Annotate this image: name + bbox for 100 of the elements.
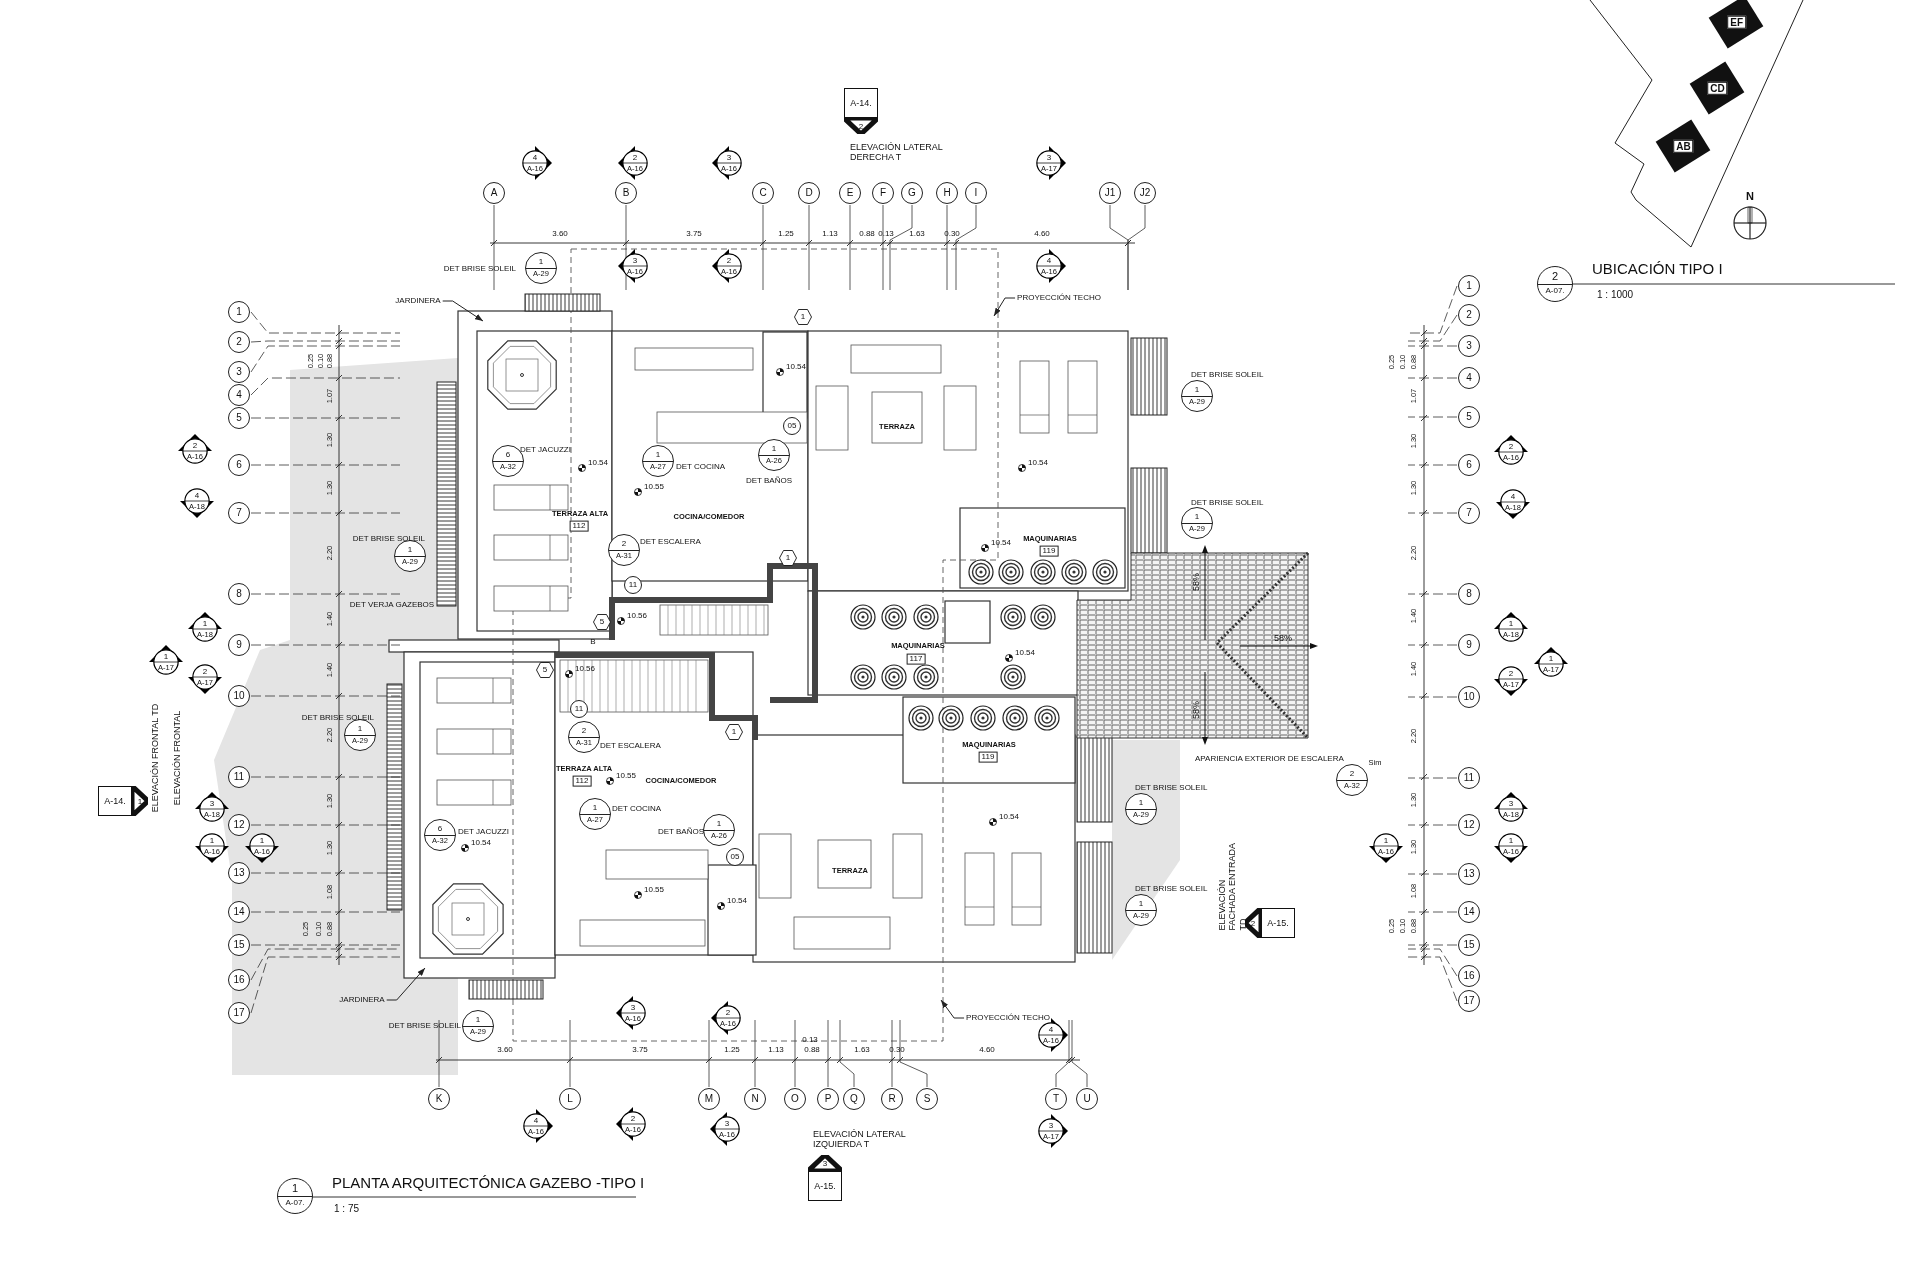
detail-number: 2 bbox=[725, 1009, 731, 1017]
room-number: 117 bbox=[906, 653, 926, 665]
view-number: 2 bbox=[844, 118, 878, 134]
grid-bubble: 8 bbox=[1458, 583, 1480, 605]
grid-bubble: 15 bbox=[1458, 934, 1480, 956]
grid-bubble: L bbox=[559, 1088, 581, 1110]
detail-callout bbox=[525, 252, 557, 284]
detail-number: 1 bbox=[1508, 837, 1514, 845]
detail-number: 4 bbox=[1048, 1026, 1054, 1034]
drawing-title: PLANTA ARQUITECTÓNICA GAZEBO -TIPO I bbox=[332, 1174, 645, 1192]
grid-bubble: 4 bbox=[228, 384, 250, 406]
slope-text: 58% bbox=[1191, 573, 1201, 591]
grid-bubble: 6 bbox=[228, 454, 250, 476]
level-text: 10.54 bbox=[998, 813, 1021, 822]
building-label: AB bbox=[1672, 139, 1694, 153]
level-text: 10.54 bbox=[587, 459, 610, 468]
grid-bubble: 16 bbox=[228, 969, 250, 991]
level-text: 10.56 bbox=[574, 665, 597, 674]
detail-number: 1 bbox=[475, 1016, 481, 1024]
leader-line bbox=[386, 967, 426, 1001]
elevation-marker bbox=[844, 88, 878, 134]
detail-label: DET BRISE SOLEIL bbox=[388, 1021, 461, 1031]
grid-bubble: 1 bbox=[228, 301, 250, 323]
detail-number: 2 bbox=[202, 668, 208, 676]
detail-number: 3 bbox=[632, 257, 638, 265]
note-text: JARDINERA bbox=[395, 297, 441, 305]
detail-number: 2 bbox=[1349, 770, 1355, 778]
detail-number: 3 bbox=[630, 1004, 636, 1012]
note-text: PROYECCIÓN TECHO bbox=[1017, 294, 1101, 302]
note-text: PROYECCIÓN TECHO bbox=[966, 1014, 1050, 1022]
building-label: CD bbox=[1706, 81, 1728, 95]
detail-label: DET BRISE SOLEIL bbox=[1135, 783, 1208, 793]
dimension-text: 3.75 bbox=[632, 1046, 648, 1054]
dimension-text: 1.25 bbox=[778, 230, 794, 238]
reference-tag: 1 bbox=[779, 550, 797, 566]
dimension-text: 0.88 bbox=[804, 1046, 820, 1054]
detail-number: 1 bbox=[407, 546, 413, 554]
grid-bubble: Q bbox=[843, 1088, 865, 1110]
grid-bubble: 4 bbox=[1458, 367, 1480, 389]
detail-number: 1 bbox=[1194, 386, 1200, 394]
detail-label: DET JACUZZI bbox=[458, 827, 509, 837]
view-number: 2 bbox=[1245, 908, 1261, 938]
view-label: ELEVACIÓN FRONTAL TD bbox=[149, 703, 161, 813]
detail-number: 3 bbox=[1508, 800, 1514, 808]
grid-bubble: 17 bbox=[228, 1002, 250, 1024]
detail-number: 1 bbox=[1138, 799, 1144, 807]
dimension-text: 0.13 bbox=[802, 1036, 818, 1044]
north-label: N bbox=[1746, 190, 1754, 202]
grid-bubble: 2 bbox=[1458, 304, 1480, 326]
detail-number: 2 bbox=[1508, 670, 1514, 678]
dimension-text: 0.30 bbox=[944, 230, 960, 238]
detail-number: 1 bbox=[202, 620, 208, 628]
grid-bubble: 2 bbox=[228, 331, 250, 353]
grid-bubble: S bbox=[916, 1088, 938, 1110]
room-number: 112 bbox=[569, 520, 589, 532]
grid-bubble: 16 bbox=[1458, 965, 1480, 987]
level-text: 10.54 bbox=[990, 539, 1013, 548]
reference-tag: 1 bbox=[725, 724, 743, 740]
grid-bubble: 12 bbox=[1458, 814, 1480, 836]
dimension-text: 1.13 bbox=[768, 1046, 784, 1054]
reference-tag: 5 bbox=[536, 662, 554, 678]
detail-label: DET BRISE SOLEIL bbox=[1191, 370, 1264, 380]
detail-number: 2 bbox=[1551, 271, 1559, 282]
grid-bubble: 13 bbox=[1458, 863, 1480, 885]
grid-bubble: I bbox=[965, 182, 987, 204]
room-number: 112 bbox=[572, 775, 592, 787]
grid-bubble: B bbox=[615, 182, 637, 204]
detail-number: 2 bbox=[726, 257, 732, 265]
grid-bubble: R bbox=[881, 1088, 903, 1110]
level-text: 10.54 bbox=[726, 897, 749, 906]
dimension-text: 1.13 bbox=[822, 230, 838, 238]
detail-number: 1 bbox=[163, 653, 169, 661]
scale-text: 1 : 75 bbox=[334, 1203, 360, 1215]
dimension-text: 3.60 bbox=[497, 1046, 513, 1054]
grid-bubble: 7 bbox=[1458, 502, 1480, 524]
grid-bubble: 14 bbox=[1458, 901, 1480, 923]
detail-number: 2 bbox=[621, 540, 627, 548]
grid-bubble: 6 bbox=[1458, 454, 1480, 476]
grid-bubble: 15 bbox=[228, 934, 250, 956]
leader-line bbox=[993, 297, 1016, 317]
level-text: 10.55 bbox=[643, 886, 666, 895]
detail-number: 2 bbox=[581, 727, 587, 735]
detail-label: DET BRISE SOLEIL bbox=[352, 534, 425, 544]
grid-bubble: 17 bbox=[1458, 990, 1480, 1012]
grid-bubble: J2 bbox=[1134, 182, 1156, 204]
grid-bubble: 14 bbox=[228, 901, 250, 923]
detail-number: 4 bbox=[1510, 493, 1516, 501]
grid-bubble: 3 bbox=[1458, 335, 1480, 357]
detail-number: 1 bbox=[1383, 837, 1389, 845]
note-text: B bbox=[590, 638, 596, 646]
detail-number: 4 bbox=[532, 154, 538, 162]
grid-bubble: J1 bbox=[1099, 182, 1121, 204]
level-text: 10.54 bbox=[785, 363, 808, 372]
sheet-number: A-15. bbox=[808, 1171, 842, 1201]
leader-line bbox=[442, 300, 484, 322]
detail-number: 2 bbox=[630, 1115, 636, 1123]
grid-bubble: P bbox=[817, 1088, 839, 1110]
level-text: 10.55 bbox=[643, 483, 666, 492]
grid-bubble: 1 bbox=[1458, 275, 1480, 297]
grid-bubble: H bbox=[936, 182, 958, 204]
